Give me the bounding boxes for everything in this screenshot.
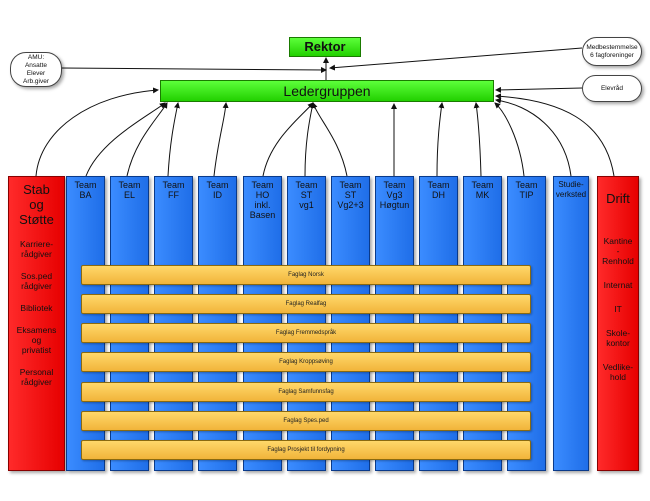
drift-column[interactable]: Drift Kantine-Renhold Internat IT Skole-… bbox=[597, 176, 639, 471]
amu-line: Ansatte bbox=[24, 61, 48, 69]
faglag-prosjekt-bar[interactable]: Faglag Prosjekt til fordypning bbox=[81, 440, 531, 460]
elevrad-label: Elevråd bbox=[600, 84, 624, 92]
amu-line: Elever bbox=[26, 69, 46, 77]
drift-item-internat: Internat bbox=[603, 280, 633, 290]
amu-line: AMU: bbox=[27, 53, 45, 61]
stab-title: Stab og Støtte bbox=[9, 177, 64, 227]
stab-item-bibliotek: Bibliotek bbox=[20, 303, 53, 313]
drift-title: Drift bbox=[606, 191, 630, 206]
stab-item-karriereradgiver: Karriere-rådgiver bbox=[19, 239, 54, 259]
amu-line: Arb.giver bbox=[22, 77, 49, 85]
rektor-box[interactable]: Rektor bbox=[289, 37, 361, 57]
faglag-norsk-bar[interactable]: Faglag Norsk bbox=[81, 265, 531, 285]
stab-og-stotte-column[interactable]: Stab og Støtte Karriere-rådgiver Sos.ped… bbox=[8, 176, 65, 471]
medbestemmelse-oval[interactable]: Medbestemmelse 6 fagforeninger bbox=[582, 37, 642, 66]
faglag-realfag-bar[interactable]: Faglag Realfag bbox=[81, 294, 531, 314]
medbestemmelse-line: 6 fagforeninger bbox=[590, 51, 634, 59]
medbestemmelse-line: Medbestemmelse bbox=[586, 43, 638, 51]
faglag-spesped-bar[interactable]: Faglag Spes.ped bbox=[81, 411, 531, 431]
drift-item-skolekontor: Skole-kontor bbox=[605, 328, 631, 348]
stab-title-line: Støtte bbox=[19, 212, 54, 227]
drift-item-kantine: Kantine-Renhold bbox=[602, 236, 634, 266]
ledergruppen-box[interactable]: Ledergruppen bbox=[160, 80, 494, 102]
elevrad-oval[interactable]: Elevråd bbox=[582, 75, 642, 102]
drift-item-vedlikehold: Vedlike-hold bbox=[602, 362, 634, 382]
stab-title-line: Stab bbox=[23, 182, 50, 197]
faglag-kroppsoving-bar[interactable]: Faglag Kroppsøving bbox=[81, 352, 531, 372]
drift-item-it: IT bbox=[614, 304, 622, 314]
studieverksted-column[interactable]: Studie-verksted bbox=[553, 176, 589, 471]
faglag-samfunnsfag-bar[interactable]: Faglag Samfunnsfag bbox=[81, 382, 531, 402]
stab-title-line: og bbox=[29, 197, 44, 212]
faglag-fremmedsprak-bar[interactable]: Faglag Fremmedspråk bbox=[81, 323, 531, 343]
amu-oval[interactable]: AMU: Ansatte Elever Arb.giver bbox=[10, 52, 62, 87]
